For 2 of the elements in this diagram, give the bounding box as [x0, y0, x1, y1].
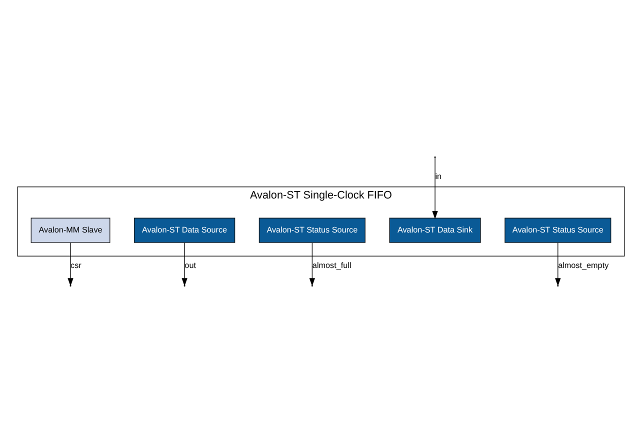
arrow — [555, 242, 561, 286]
arrow — [309, 242, 316, 286]
